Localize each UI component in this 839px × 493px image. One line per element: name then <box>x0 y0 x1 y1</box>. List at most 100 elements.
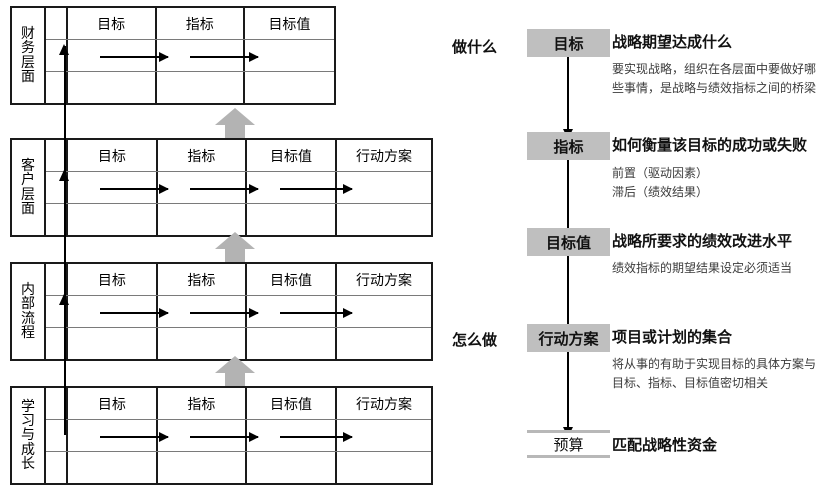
flow-title-budget: 匹配战略性资金 <box>612 436 718 454</box>
row-gutter-cell <box>46 71 68 103</box>
flow-body-target: 绩效指标的期望结果设定必须适当 <box>612 261 793 275</box>
escalation-arrow-up <box>215 232 255 262</box>
flow-cell <box>158 420 247 451</box>
escalation-arrow-up <box>215 108 255 138</box>
flow-arrow-right <box>190 184 259 194</box>
perspective-table-finance: 财务层面 目标 指标 目标值 <box>10 6 336 105</box>
flow-box-budget[interactable]: 预算 <box>527 430 610 458</box>
empty-cell <box>247 451 337 483</box>
perspective-table-customer: 客户层面 目标 指标 目标值 行动方案 <box>10 138 433 237</box>
column-header-measure: 指标 <box>158 140 247 172</box>
row-gutter-cell <box>46 203 68 235</box>
empty-cell <box>247 327 337 359</box>
flow-box-initiative[interactable]: 行动方案 <box>527 324 610 352</box>
flow-title-objective: 战略期望达成什么 <box>612 33 733 51</box>
flow-box-measure[interactable]: 指标 <box>527 132 610 160</box>
empty-cell <box>247 203 337 235</box>
perspective-table-learning-growth: 学习与成长 目标 指标 目标值 行动方案 <box>10 386 433 485</box>
perspective-label-finance: 财务层面 <box>12 8 46 103</box>
column-header-measure: 指标 <box>158 264 247 296</box>
flow-arrow-right <box>190 52 259 62</box>
empty-cell <box>158 203 247 235</box>
column-header-initiative: 行动方案 <box>356 396 412 413</box>
flow-cell <box>68 40 157 71</box>
row-gutter-cell <box>46 40 68 71</box>
flow-cell <box>68 420 158 451</box>
column-header-target: 目标值 <box>268 16 311 33</box>
flow-arrow-right <box>100 308 169 318</box>
flow-arrow-right <box>280 184 353 194</box>
flow-title-measure: 如何衡量该目标的成功或失败 <box>612 136 808 154</box>
flow-cell <box>247 296 337 327</box>
empty-cell <box>68 451 158 483</box>
flow-cell <box>247 172 337 203</box>
perspective-label-text: 内部流程 <box>21 281 35 341</box>
flow-arrow-right <box>190 432 259 442</box>
flow-connector <box>562 352 573 437</box>
flow-arrow-right <box>100 432 169 442</box>
row-gutter-cell <box>46 8 68 40</box>
flow-cell <box>68 172 158 203</box>
flow-bullet-leading: 前置（驱动因素） <box>612 166 709 180</box>
empty-cell <box>337 452 431 483</box>
row-gutter-cell <box>46 172 68 203</box>
perspective-label-customer: 客户层面 <box>12 140 46 235</box>
flow-cell <box>247 420 337 451</box>
flow-cell <box>157 40 245 71</box>
perspective-label-text: 客户层面 <box>21 157 35 217</box>
perspective-table-internal-process: 内部流程 目标 指标 目标值 行动方案 <box>10 262 433 361</box>
flow-box-objective[interactable]: 目标 <box>527 29 610 57</box>
flow-title-initiative: 项目或计划的集合 <box>612 328 733 346</box>
row-gutter-cell <box>46 264 68 296</box>
empty-cell <box>68 71 157 103</box>
column-header-objective: 目标 <box>68 140 158 172</box>
perspective-label-text: 财务层面 <box>21 25 35 85</box>
row-gutter-cell <box>46 296 68 327</box>
flow-connector <box>562 256 573 334</box>
flow-body-objective: 要实现战略，组织在各层面中要做好哪些事情，是战略与绩效指标之间的桥梁 <box>612 62 817 95</box>
flow-arrow-right <box>280 432 353 442</box>
empty-cell <box>337 328 431 359</box>
row-gutter-cell <box>46 388 68 420</box>
flow-bullet-lagging: 滞后（绩效结果） <box>612 184 709 199</box>
column-header-measure: 指标 <box>158 388 247 420</box>
flow-bullets-measure: 前置（驱动因素） 滞后（绩效结果） <box>612 164 839 201</box>
empty-cell <box>158 451 247 483</box>
flow-cell <box>68 296 158 327</box>
row-gutter-cell <box>46 327 68 359</box>
column-header-target: 目标值 <box>247 388 337 420</box>
column-header-target: 目标值 <box>247 140 337 172</box>
side-label-what-to-do: 做什么 <box>452 38 498 56</box>
alignment-arrow-head <box>58 294 69 305</box>
perspective-label-internal-process: 内部流程 <box>12 264 46 359</box>
empty-cell <box>68 327 158 359</box>
perspective-label-learning-growth: 学习与成长 <box>12 388 46 483</box>
column-header-initiative: 行动方案 <box>356 148 412 165</box>
empty-cell <box>157 71 245 103</box>
column-header-measure: 指标 <box>157 8 245 40</box>
alignment-arrow-head <box>58 44 69 55</box>
side-label-how-to-do: 怎么做 <box>452 331 498 349</box>
empty-cell <box>245 72 334 103</box>
flow-arrow-right <box>100 52 169 62</box>
empty-cell <box>337 204 431 235</box>
escalation-arrow-up <box>215 356 255 386</box>
flow-body-initiative: 将从事的有助于实现目标的具体方案与目标、指标、目标值密切相关 <box>612 357 817 390</box>
empty-cell <box>158 327 247 359</box>
flow-title-target: 战略所要求的绩效改进水平 <box>612 232 793 250</box>
alignment-line-vertical <box>64 46 66 435</box>
column-header-initiative: 行动方案 <box>356 272 412 289</box>
row-gutter-cell <box>46 420 68 451</box>
column-header-objective: 目标 <box>68 264 158 296</box>
column-header-target: 目标值 <box>247 264 337 296</box>
alignment-arrow-head <box>58 170 69 181</box>
flow-box-target[interactable]: 目标值 <box>527 228 610 256</box>
flow-connector <box>562 57 573 139</box>
flow-arrow-right <box>190 308 259 318</box>
column-header-objective: 目标 <box>68 388 158 420</box>
flow-arrow-right <box>100 184 169 194</box>
flow-connector <box>562 160 573 242</box>
flow-cell <box>158 296 247 327</box>
row-gutter-cell <box>46 451 68 483</box>
